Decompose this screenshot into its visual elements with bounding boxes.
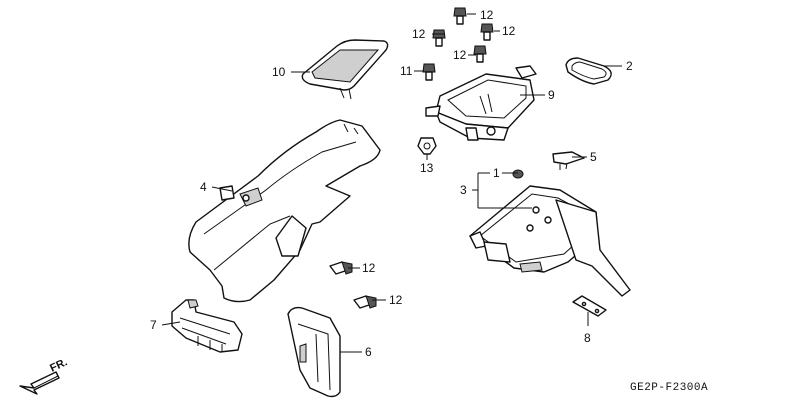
front-direction-arrow: FR.	[19, 356, 69, 395]
callout-5: 5	[590, 150, 597, 164]
callout-13: 13	[420, 161, 434, 175]
callout-7: 7	[150, 318, 157, 332]
callout-12-a: 12	[480, 8, 494, 22]
diagram-code: GE2P-F2300A	[630, 382, 708, 394]
part-3-bracket	[469, 169, 631, 297]
callout-1: 1	[493, 166, 500, 180]
callout-12-d: 12	[453, 48, 467, 62]
part-9-battery-box	[425, 65, 537, 141]
callout-12-c: 12	[502, 24, 516, 38]
bolt-11	[422, 63, 436, 81]
callout-4: 4	[200, 180, 207, 194]
leader-lines	[161, 13, 622, 353]
bolt-12-e	[329, 261, 353, 275]
callout-10: 10	[272, 65, 286, 79]
callout-9: 9	[548, 88, 555, 102]
callout-6: 6	[365, 345, 372, 359]
bolt-12-c	[432, 29, 446, 47]
callout-11: 11	[400, 64, 413, 78]
part-10-pad	[301, 39, 389, 100]
part-7-bracket	[171, 299, 243, 353]
bolt-12-d	[473, 45, 487, 63]
callout-12-e: 12	[362, 261, 376, 275]
part-4-rear-fender	[188, 119, 381, 303]
callout-12-f: 12	[389, 293, 403, 307]
bolt-12-b	[480, 23, 494, 41]
nut-13	[417, 137, 437, 155]
part-5-clip	[552, 151, 585, 170]
bolt-12-f	[353, 295, 377, 309]
callout-2: 2	[626, 59, 633, 73]
direction-label: FR.	[48, 356, 69, 374]
callout-labels: 12 12 12 12 11 10 2 9 13 5 4 1 3 12 12 7…	[150, 8, 633, 359]
part-8-plate	[572, 295, 607, 317]
callout-8: 8	[584, 331, 591, 345]
bolt-12-a	[453, 7, 467, 25]
callout-3: 3	[460, 183, 467, 197]
callout-12-b: 12	[412, 27, 426, 41]
part-2-seal	[565, 57, 612, 85]
part-6-mud-guard	[287, 306, 341, 398]
